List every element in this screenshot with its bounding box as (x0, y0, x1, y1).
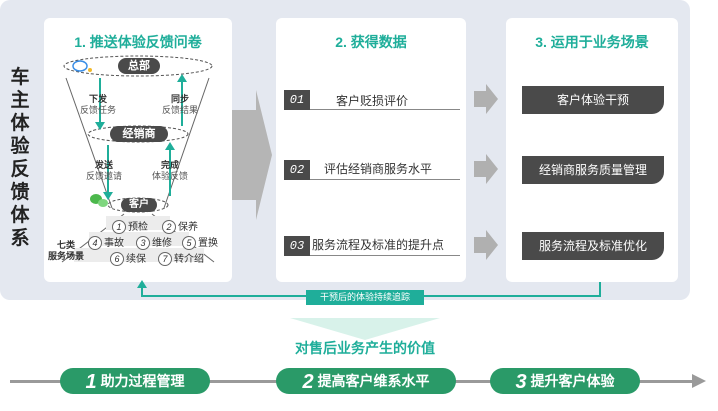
service-label: 转介绍 (174, 254, 204, 265)
arrow-right (474, 84, 498, 114)
column-data: 2. 获得数据 01 客户贬损评价 02 评估经销商服务水平 03 服务流程及标… (276, 18, 466, 282)
row-number: 03 (284, 236, 310, 256)
feedback-loop-label: 干预后的体验持续追踪 (306, 290, 424, 305)
customer-node: 客户 (121, 198, 157, 212)
done-label-sub: 体验反馈 (151, 171, 188, 181)
title-char: 验 (10, 136, 30, 157)
title-char: 体 (10, 113, 30, 134)
row-text: 评估经销商服务水平 (324, 162, 433, 176)
value-title: 对售后业务产生的价值 (295, 340, 435, 356)
service-label: 事故 (104, 238, 124, 249)
service-label: 预检 (128, 222, 148, 233)
down-label-sub: 反馈任务 (79, 105, 116, 115)
row-underline (310, 179, 460, 180)
service-label: 置换 (198, 238, 218, 249)
service-number: 1 (112, 220, 126, 234)
column-title: 2. 获得数据 (335, 34, 407, 50)
usage-banner: 服务流程及标准优化 (522, 232, 664, 260)
service-number: 7 (158, 252, 172, 266)
service-number: 2 (162, 220, 176, 234)
title-char: 体 (10, 205, 30, 226)
feedback-loop-line (137, 280, 601, 297)
row-number: 01 (284, 90, 310, 110)
title-char: 馈 (10, 182, 30, 203)
down-triangle (290, 318, 440, 340)
row-text: 客户贬损评价 (336, 94, 409, 108)
service-number: 5 (182, 236, 196, 250)
scene-label: 七类 服务场景 (44, 240, 88, 262)
wechat-icon (90, 194, 108, 207)
title-char: 反 (10, 159, 30, 180)
arrow-right (474, 230, 498, 260)
column-usage: 3. 运用于业务场景 客户体验干预 经销商服务质量管理 服务流程及标准优化 (506, 18, 678, 282)
sync-label-sub: 反馈结果 (161, 105, 198, 115)
service-number: 3 (136, 236, 150, 250)
title-char: 车 (10, 67, 30, 88)
usage-banner: 经销商服务质量管理 (522, 156, 664, 184)
service-number: 6 (110, 252, 124, 266)
send-label: 发送 反馈邀请 (82, 160, 126, 182)
hq-node: 总部 (118, 58, 160, 74)
row-text: 服务流程及标准的提升点 (312, 238, 445, 252)
send-label-title: 发送 (94, 160, 113, 170)
service-label: 续保 (126, 254, 146, 265)
service-label: 保养 (178, 222, 198, 233)
sync-label: 同步 反馈结果 (158, 94, 202, 116)
done-label: 完成 体验反馈 (148, 160, 192, 182)
scene-label-2: 服务场景 (47, 251, 84, 261)
scene-label-1: 七类 (56, 240, 75, 250)
row-number: 02 (284, 160, 310, 180)
done-label-title: 完成 (160, 160, 179, 170)
sync-label-title: 同步 (170, 94, 189, 104)
down-label: 下发 反馈任务 (76, 94, 120, 116)
timeline-arrow-icon (692, 374, 706, 388)
service-label: 维修 (152, 238, 172, 249)
big-arrow (232, 90, 272, 220)
dealer-node: 经销商 (110, 126, 168, 142)
value-number: 3 (515, 371, 527, 393)
value-label: 提高客户维系水平 (317, 373, 430, 389)
usage-banner: 客户体验干预 (522, 86, 664, 114)
down-label-title: 下发 (88, 94, 107, 104)
column-title: 1. 推送体验反馈问卷 (74, 34, 202, 50)
arrow-right (474, 154, 498, 184)
chat-icon (72, 60, 92, 72)
send-label-sub: 反馈邀请 (85, 171, 122, 181)
title-char: 系 (10, 228, 30, 249)
column-questionnaire: 1. 推送体验反馈问卷 总部 经销商 (44, 18, 232, 282)
row-underline (310, 255, 460, 256)
column-title: 3. 运用于业务场景 (535, 34, 649, 50)
title-char: 主 (10, 90, 30, 111)
value-number: 1 (85, 371, 97, 393)
value-label: 提升客户体验 (530, 373, 615, 389)
value-label: 助力过程管理 (100, 373, 185, 389)
vertical-title: 车 主 体 验 反 馈 体 系 (6, 66, 34, 250)
row-underline (310, 109, 460, 110)
value-number: 2 (302, 371, 314, 393)
service-number: 4 (88, 236, 102, 250)
